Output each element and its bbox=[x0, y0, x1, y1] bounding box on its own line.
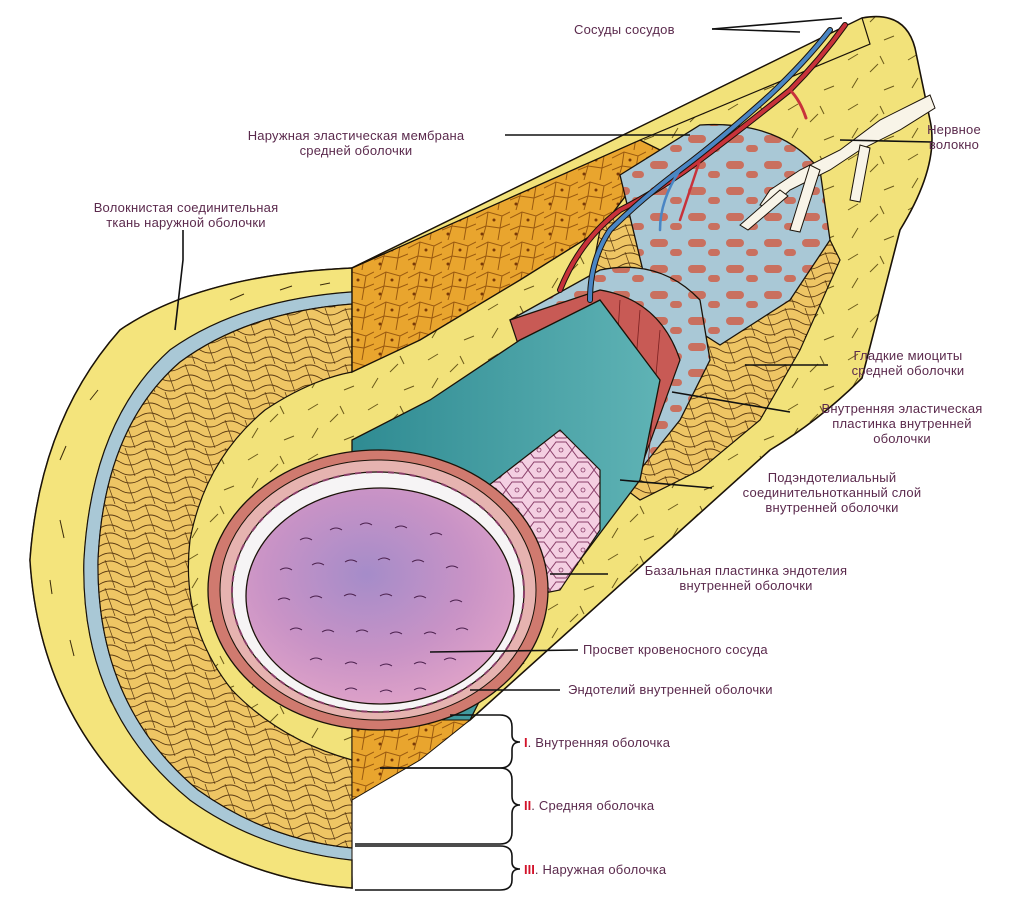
label-int-elastic-1: Внутренняя эластическая bbox=[821, 401, 982, 416]
label-layer-2: II. Средняя оболочка bbox=[524, 798, 655, 813]
label-layer-1: I. Внутренняя оболочка bbox=[524, 735, 671, 750]
label-layer-3: III. Наружная оболочка bbox=[524, 862, 667, 877]
label-nerve-2: волокно bbox=[929, 137, 979, 152]
media-lower-cells bbox=[352, 720, 470, 800]
label-vasa-vasorum: Сосуды сосудов bbox=[574, 22, 675, 37]
label-int-elastic-3: оболочки bbox=[873, 431, 931, 446]
label-smooth-1: Гладкие миоциты bbox=[854, 348, 963, 363]
label-fibrous-2: ткань наружной оболочки bbox=[106, 215, 265, 230]
label-lumen: Просвет кровеносного сосуда bbox=[583, 642, 768, 657]
label-endothelium: Эндотелий внутренней оболочки bbox=[568, 682, 773, 697]
label-subendo-2: соединительнотканный слой bbox=[743, 485, 922, 500]
label-fibrous-1: Волокнистая соединительная bbox=[94, 200, 279, 215]
label-ext-elastic-1: Наружная эластическая мембрана bbox=[248, 128, 465, 143]
label-int-elastic-2: пластинка внутренней bbox=[832, 416, 971, 431]
label-nerve-1: Нервное bbox=[927, 122, 981, 137]
label-subendo-3: внутренней оболочки bbox=[765, 500, 898, 515]
label-ext-elastic-2: средней оболочки bbox=[300, 143, 413, 158]
label-basal-2: внутренней оболочки bbox=[679, 578, 812, 593]
label-basal-1: Базальная пластинка эндотелия bbox=[645, 563, 847, 578]
label-smooth-2: средней оболочки bbox=[852, 363, 965, 378]
label-subendo-1: Подэндотелиальный bbox=[768, 470, 897, 485]
